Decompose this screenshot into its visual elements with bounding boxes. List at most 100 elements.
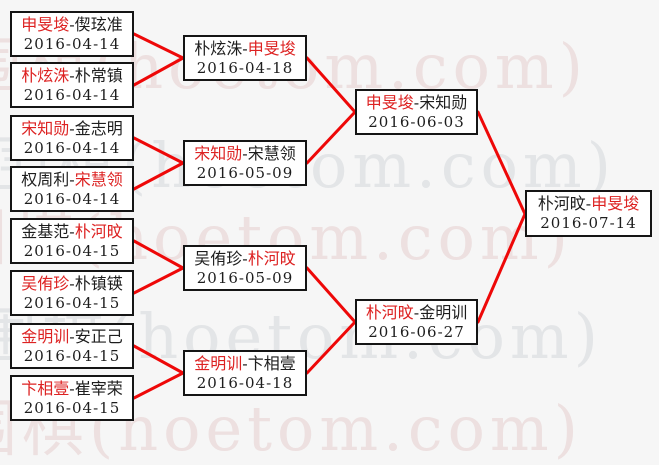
match-box: 权周利-宋慧领 2016-04-14 xyxy=(10,166,134,212)
connector-line xyxy=(132,344,185,375)
match-players: 宋知勋-宋慧领 xyxy=(185,144,305,164)
player-name: 金志明 xyxy=(74,119,123,138)
player-name: 金基范 xyxy=(21,222,70,241)
connector-line xyxy=(305,110,357,165)
dash-separator: - xyxy=(69,274,75,293)
player-name: 吴侑珍 xyxy=(194,249,243,268)
player-name: 宋慧领 xyxy=(74,170,123,189)
match-box: 宋知勋-金志明 2016-04-14 xyxy=(10,115,134,161)
match-box: 金明训-安正己 2016-04-15 xyxy=(10,323,134,369)
match-date: 2016-04-18 xyxy=(196,59,294,77)
connector-line xyxy=(476,212,527,324)
connector-line xyxy=(476,110,527,216)
connector-line xyxy=(132,161,185,191)
player-name: 金明训 xyxy=(21,327,70,346)
match-date: 2016-05-09 xyxy=(196,164,294,182)
player-name: 申旻埈 xyxy=(21,15,70,34)
player-name: 朴镇锳 xyxy=(74,274,123,293)
match-players: 金明训-安正己 xyxy=(12,327,132,347)
player-name: 安正己 xyxy=(74,327,123,346)
connector-line xyxy=(305,56,357,114)
connector-line xyxy=(132,266,185,295)
match-box: 金明训-卞相壹 2016-04-18 xyxy=(183,350,307,396)
match-date: 2016-06-03 xyxy=(368,113,465,131)
match-players: 宋知勋-金志明 xyxy=(12,119,132,139)
dash-separator: - xyxy=(69,119,75,138)
player-name: 朴炫洙 xyxy=(194,39,243,58)
player-name: 宋知勋 xyxy=(194,144,243,163)
match-box: 金基范-朴河旼 2016-04-15 xyxy=(10,218,134,264)
player-name: 崔宰荣 xyxy=(74,379,123,398)
player-name: 申旻埈 xyxy=(365,93,414,112)
match-box: 朴河旼-申旻埈 2016-07-14 xyxy=(525,190,652,237)
match-players: 吴侑珍-朴镇锳 xyxy=(12,274,132,294)
player-name: 宋知勋 xyxy=(21,119,70,138)
player-name: 朴河旼 xyxy=(74,222,123,241)
match-date: 2016-04-15 xyxy=(23,347,121,365)
match-players: 申旻埈-偰玹准 xyxy=(12,15,132,35)
player-name: 申旻埈 xyxy=(247,39,296,58)
player-name: 朴河旼 xyxy=(247,249,296,268)
dash-separator: - xyxy=(242,354,248,373)
match-players: 朴炫洙-朴常镇 xyxy=(12,66,132,86)
player-name: 申旻埈 xyxy=(591,194,640,213)
match-date: 2016-04-15 xyxy=(23,242,121,260)
match-players: 申旻埈-宋知勋 xyxy=(357,93,476,113)
match-box: 申旻埈-偰玹准 2016-04-14 xyxy=(10,11,134,57)
player-name: 朴河旼 xyxy=(365,303,414,322)
match-players: 朴河旼-金明训 xyxy=(357,303,476,323)
player-name: 卞相壹 xyxy=(21,379,70,398)
match-players: 金基范-朴河旼 xyxy=(12,222,132,242)
player-name: 金明训 xyxy=(419,303,468,322)
dash-separator: - xyxy=(242,144,248,163)
player-name: 卞相壹 xyxy=(247,354,296,373)
dash-separator: - xyxy=(69,327,75,346)
connector-line xyxy=(132,32,185,60)
dash-separator: - xyxy=(242,39,248,58)
player-name: 朴常镇 xyxy=(74,66,123,85)
match-date: 2016-04-14 xyxy=(23,190,121,208)
dash-separator: - xyxy=(242,249,248,268)
connector-line xyxy=(132,56,185,87)
dash-separator: - xyxy=(69,170,75,189)
match-box: 宋知勋-宋慧领 2016-05-09 xyxy=(183,140,307,186)
connector-line xyxy=(132,239,185,270)
match-box: 朴炫洙-朴常镇 2016-04-14 xyxy=(10,62,134,108)
match-box: 申旻埈-宋知勋 2016-06-03 xyxy=(355,89,478,135)
connector-line xyxy=(305,266,357,324)
dash-separator: - xyxy=(69,222,75,241)
dash-separator: - xyxy=(69,379,75,398)
match-box: 朴炫洙-申旻埈 2016-04-18 xyxy=(183,35,307,81)
match-players: 吴侑珍-朴河旼 xyxy=(185,249,305,269)
player-name: 金明训 xyxy=(194,354,243,373)
match-players: 卞相壹-崔宰荣 xyxy=(12,379,132,399)
dash-separator: - xyxy=(413,93,420,112)
bracket-connectors xyxy=(132,32,527,400)
match-players: 朴炫洙-申旻埈 xyxy=(185,39,305,59)
dash-separator: - xyxy=(69,66,75,85)
player-name: 宋慧领 xyxy=(247,144,296,163)
match-date: 2016-05-09 xyxy=(196,269,294,287)
match-box: 吴侑珍-朴镇锳 2016-04-15 xyxy=(10,270,134,316)
dash-separator: - xyxy=(413,303,420,322)
match-box: 朴河旼-金明训 2016-06-27 xyxy=(355,299,478,345)
match-date: 2016-04-14 xyxy=(23,86,121,104)
match-box: 吴侑珍-朴河旼 2016-05-09 xyxy=(183,245,307,291)
connector-line xyxy=(132,136,185,165)
match-date: 2016-04-15 xyxy=(23,294,121,312)
match-date: 2016-07-14 xyxy=(540,214,637,232)
dash-separator: - xyxy=(585,194,592,213)
player-name: 偰玹准 xyxy=(74,15,123,34)
dash-separator: - xyxy=(69,15,75,34)
match-date: 2016-06-27 xyxy=(368,323,465,341)
match-players: 朴河旼-申旻埈 xyxy=(527,194,650,214)
match-date: 2016-04-18 xyxy=(196,374,294,392)
match-players: 权周利-宋慧领 xyxy=(12,170,132,190)
player-name: 吴侑珍 xyxy=(21,274,70,293)
connector-line xyxy=(305,320,357,375)
match-players: 金明训-卞相壹 xyxy=(185,354,305,374)
player-name: 朴河旼 xyxy=(537,194,586,213)
player-name: 权周利 xyxy=(21,170,70,189)
player-name: 朴炫洙 xyxy=(21,66,70,85)
match-box: 卞相壹-崔宰荣 2016-04-15 xyxy=(10,375,134,421)
